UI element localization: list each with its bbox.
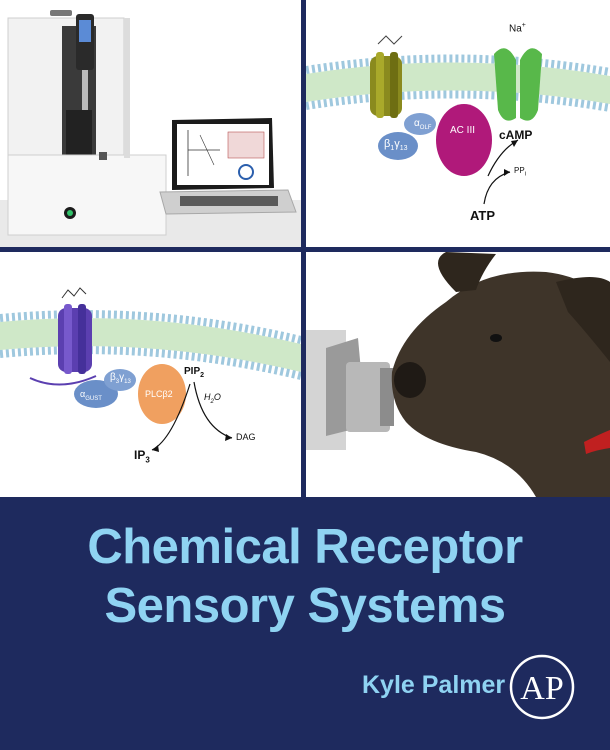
author-name: Kyle Palmer xyxy=(362,671,506,699)
panel-olfactory-pathway: Na+ αOLF β1γ13 AC III cAMP PPi ATP xyxy=(306,0,610,247)
pip2-label: PIP2 xyxy=(184,366,205,379)
instrument-illustration xyxy=(0,0,301,247)
beta-gamma-label: β1γ13 xyxy=(384,138,408,153)
publisher-logo-icon: AP xyxy=(509,654,575,720)
gustatory-diagram xyxy=(0,252,301,497)
alpha-olf-label: αOLF xyxy=(414,118,432,131)
panel-gustatory-pathway: αGUST β3γ13 PLCβ2 PIP2 H2O DAG IP3 xyxy=(0,252,301,497)
dag-label: DAG xyxy=(236,432,256,442)
camp-label: cAMP xyxy=(499,128,533,142)
publisher-mark: AP xyxy=(520,670,563,707)
atp-label: ATP xyxy=(470,208,496,223)
plc-beta2-label: PLCβ2 xyxy=(145,389,173,399)
alpha-gust-label: αGUST xyxy=(80,389,102,402)
sodium-label: Na+ xyxy=(509,22,526,35)
olfactory-diagram xyxy=(306,0,610,247)
dog-illustration xyxy=(306,252,610,497)
ac-iii-label: AC III xyxy=(450,125,476,136)
panel-dog-photo xyxy=(306,252,610,497)
panel-instrument-photo xyxy=(0,0,301,247)
book-title-line2: Sensory Systems xyxy=(104,579,506,633)
book-title-line1: Chemical Receptor xyxy=(87,520,523,574)
water-label: H2O xyxy=(204,392,221,405)
ppi-label: PPi xyxy=(514,166,527,178)
ip3-label: IP3 xyxy=(134,448,150,465)
beta-gamma-label: β3γ13 xyxy=(110,372,131,385)
